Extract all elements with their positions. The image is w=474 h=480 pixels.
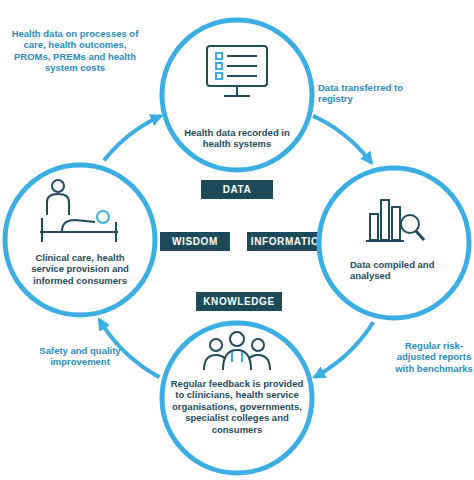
- stage-band: WISDOM: [160, 232, 230, 251]
- circle-outline-svg: [316, 165, 472, 321]
- stage-description: Clinical care, health service provision …: [22, 252, 138, 286]
- stage-description: Health data recorded in health systems: [181, 127, 293, 150]
- stage-description: Data compiled and analysed: [350, 259, 440, 282]
- cycle-arrow: [314, 322, 373, 377]
- circle-outline-svg: [159, 17, 315, 173]
- circle-outline-svg: [2, 162, 158, 318]
- stage-name: KNOWLEDGE: [203, 296, 275, 307]
- circle-outline: [162, 20, 312, 170]
- stage-circle: Health data recorded in health systems: [159, 17, 315, 173]
- cycle-arrow: [104, 116, 161, 161]
- stage-name: WISDOM: [172, 236, 218, 247]
- edge-label: Data transferred to registry: [318, 82, 418, 105]
- stage-name: DATA: [223, 184, 252, 195]
- stage-name: INFORMATION: [251, 236, 327, 247]
- stage-circle: Regular feedback is provided to clinicia…: [159, 320, 315, 476]
- circle-outline: [162, 323, 312, 473]
- stage-description: Regular feedback is provided to clinicia…: [165, 378, 309, 435]
- edge-label: Health data on processes of care, health…: [8, 28, 142, 74]
- stage-band: KNOWLEDGE: [196, 292, 282, 311]
- edge-label: Regular risk-adjusted reports with bench…: [395, 340, 473, 374]
- edge-label: Safety and quality improvement: [22, 345, 138, 368]
- cycle-arrow: [313, 116, 371, 163]
- stage-circle: Clinical care, health service provision …: [2, 162, 158, 318]
- stage-circle: Data compiled and analysed: [316, 165, 472, 321]
- circle-outline: [319, 168, 469, 318]
- stage-band: DATA: [201, 180, 273, 199]
- circle-outline: [5, 165, 155, 315]
